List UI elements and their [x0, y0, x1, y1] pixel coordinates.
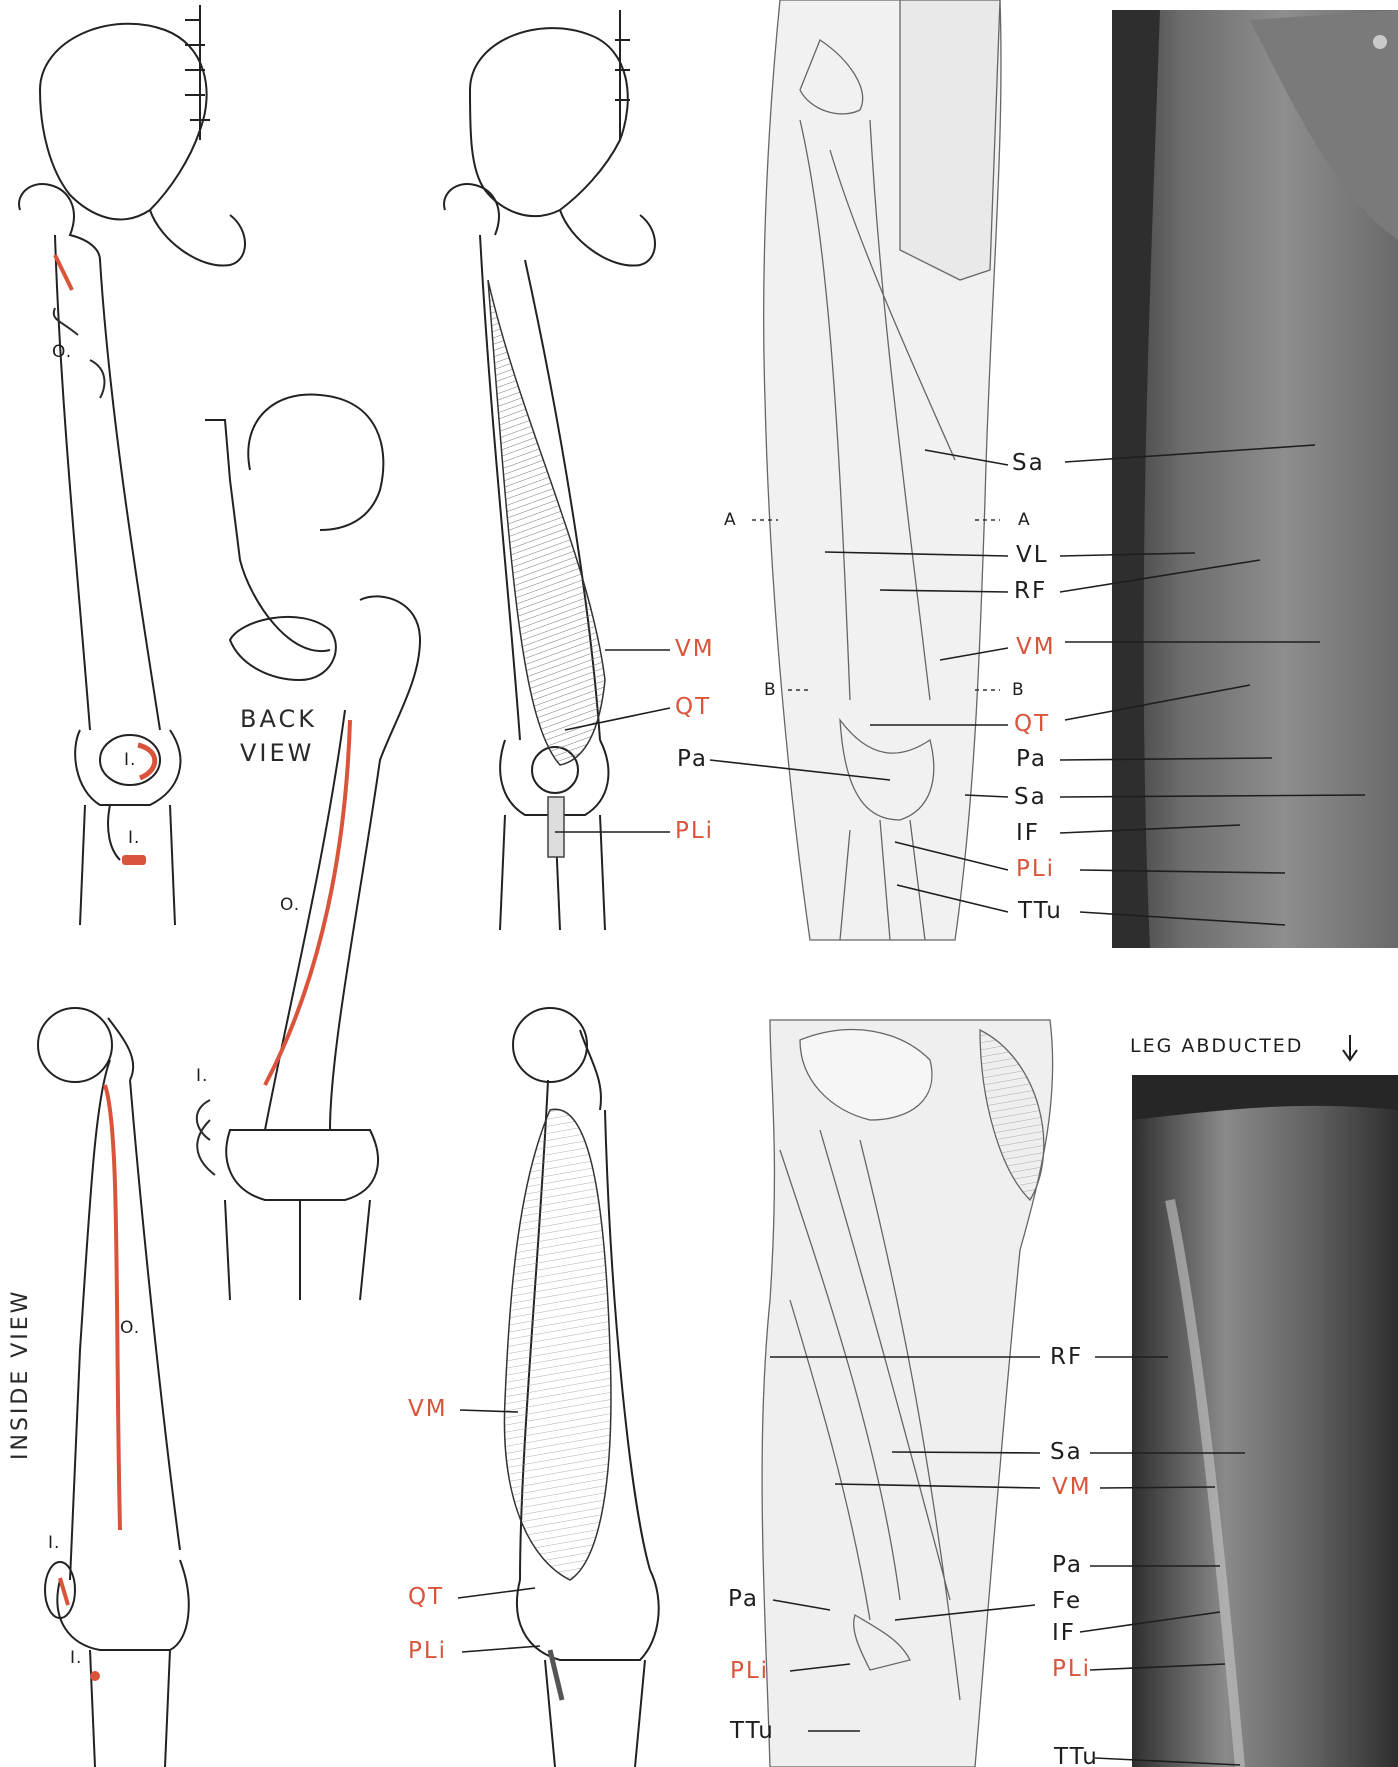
label-pa-left: Pa: [728, 1588, 759, 1611]
label-pli-left: PLi: [730, 1660, 769, 1683]
label-if: IF: [1016, 822, 1040, 845]
photo-inside-thigh: [1132, 1075, 1398, 1767]
label-pli: PLi: [408, 1640, 447, 1663]
front-muscle-drawing: [764, 0, 1001, 940]
back-view-line1: BACK: [240, 702, 317, 736]
inside-muscle-drawing: [762, 1020, 1053, 1767]
section-mark-a: A: [1018, 512, 1031, 529]
vastus-medialis-front-shape: [488, 280, 605, 765]
label-pli: PLi: [1052, 1658, 1091, 1681]
front-vm-bones: [444, 10, 655, 930]
label-if: IF: [1052, 1622, 1076, 1645]
label-vm: VM: [675, 638, 715, 661]
label-pa: Pa: [677, 748, 708, 771]
leg-abducted-label: LEG ABDUCTED: [1130, 1037, 1303, 1056]
label-rf: RF: [1050, 1346, 1083, 1369]
arrow-down-icon: [1343, 1035, 1357, 1060]
label-vm: VM: [1016, 636, 1056, 659]
origin-mark: O.: [280, 897, 300, 914]
label-vl: VL: [1016, 544, 1049, 567]
section-mark-b: B: [1012, 682, 1025, 699]
insertion-mark: I.: [48, 1535, 60, 1552]
label-pa: Pa: [1016, 748, 1047, 771]
inside-view-label: INSIDE VIEW: [8, 1289, 33, 1460]
insertion-mark: I.: [196, 1068, 208, 1085]
origin-mark: O.: [120, 1320, 140, 1337]
label-ttu-left: TTu: [730, 1720, 775, 1743]
label-sa: Sa: [1014, 786, 1047, 809]
section-mark-a: A: [724, 512, 737, 529]
label-vm: VM: [1052, 1476, 1092, 1499]
label-sa: Sa: [1050, 1441, 1083, 1464]
label-sa: Sa: [1012, 452, 1045, 475]
back-view-line2: VIEW: [240, 736, 317, 770]
label-ttu: TTu: [1054, 1746, 1099, 1767]
label-qt: QT: [675, 696, 711, 719]
label-ttu: TTu: [1018, 900, 1063, 923]
section-mark-b: B: [764, 682, 777, 699]
back-view-label: BACK VIEW: [240, 702, 317, 770]
insertion-mark: I.: [70, 1650, 82, 1667]
origin-mark: O.: [52, 344, 72, 361]
insertion-mark: I.: [128, 830, 140, 847]
label-vm: VM: [408, 1398, 448, 1421]
back-femur-bones: [205, 394, 420, 1300]
inside-femur-bones: [38, 1008, 189, 1767]
label-qt: QT: [408, 1586, 444, 1609]
label-pli: PLi: [1016, 858, 1055, 881]
front-femur-bones: [19, 5, 245, 925]
label-pa: Pa: [1052, 1554, 1083, 1577]
label-qt: QT: [1014, 713, 1050, 736]
vastus-medialis-inside-shape: [504, 1109, 610, 1580]
insertion-mark: I.: [124, 752, 136, 769]
label-pli: PLi: [675, 820, 714, 843]
label-rf: RF: [1014, 580, 1047, 603]
label-fe: Fe: [1052, 1590, 1082, 1613]
